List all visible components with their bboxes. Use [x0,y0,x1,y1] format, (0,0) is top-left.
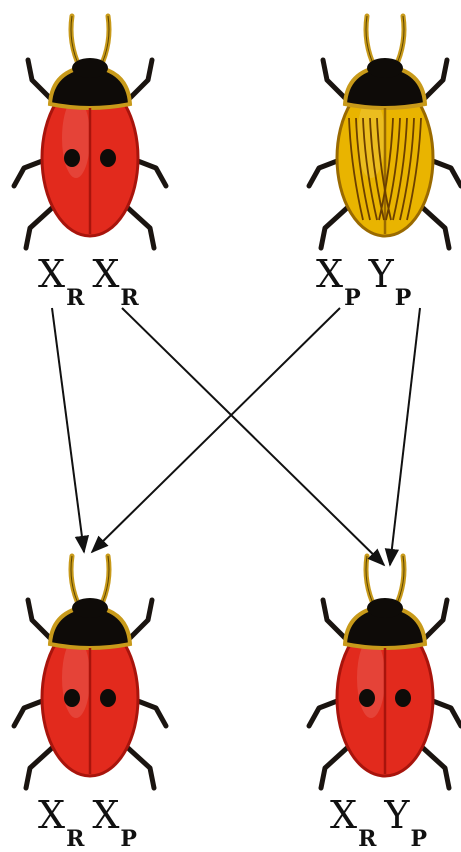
arrow-parent-right-to-offspring-right [390,308,420,565]
arrow-parent-left-to-offspring-left [52,308,84,552]
arrow-parent-left-to-offspring-right [122,308,384,565]
arrow-parent-right-to-offspring-left [92,308,340,552]
